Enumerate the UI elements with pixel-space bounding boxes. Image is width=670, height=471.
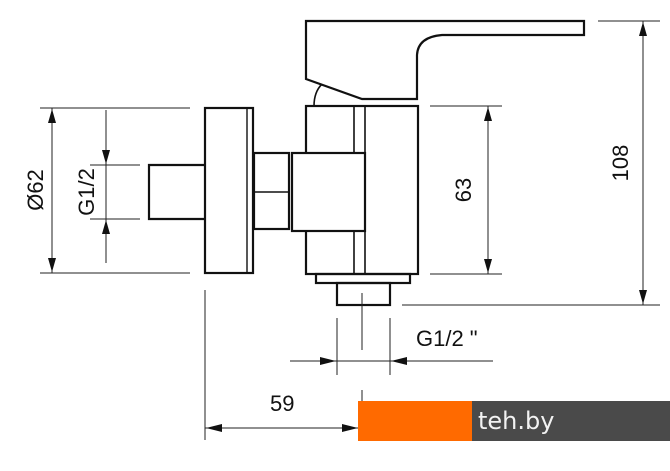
flange-diameter-dimension <box>40 107 190 274</box>
projection-dimension <box>204 290 363 440</box>
total-height-label: 108 <box>608 145 633 182</box>
center-block <box>290 151 367 233</box>
teh-by-watermark: teh.by <box>358 401 670 441</box>
dimension-lines <box>40 20 660 440</box>
projection-label: 59 <box>270 391 294 416</box>
watermark-orange-band <box>358 401 472 441</box>
outlet-thread-label: G1/2 " <box>416 326 478 351</box>
total-height-dimension <box>402 20 660 306</box>
inlet-thread-dimension <box>90 110 140 263</box>
inlet-thread-label: G1/2 <box>74 168 99 216</box>
watermark-text: teh.by <box>478 407 555 435</box>
inlet-pipe <box>147 163 205 221</box>
outlet-nut <box>335 281 392 307</box>
body-height-dimension <box>430 105 502 275</box>
flange-diameter-label: Ø62 <box>23 169 48 211</box>
handle-neck <box>313 83 323 107</box>
body-height-label: 63 <box>451 178 476 202</box>
watermark-dark-band: teh.by <box>472 401 670 441</box>
bottom-plate <box>314 272 412 285</box>
lever-handle <box>304 19 586 101</box>
connector-nut <box>252 151 291 231</box>
faucet-outline <box>147 19 586 307</box>
wall-flange <box>203 106 255 275</box>
outlet-thread-dimension <box>290 293 493 375</box>
